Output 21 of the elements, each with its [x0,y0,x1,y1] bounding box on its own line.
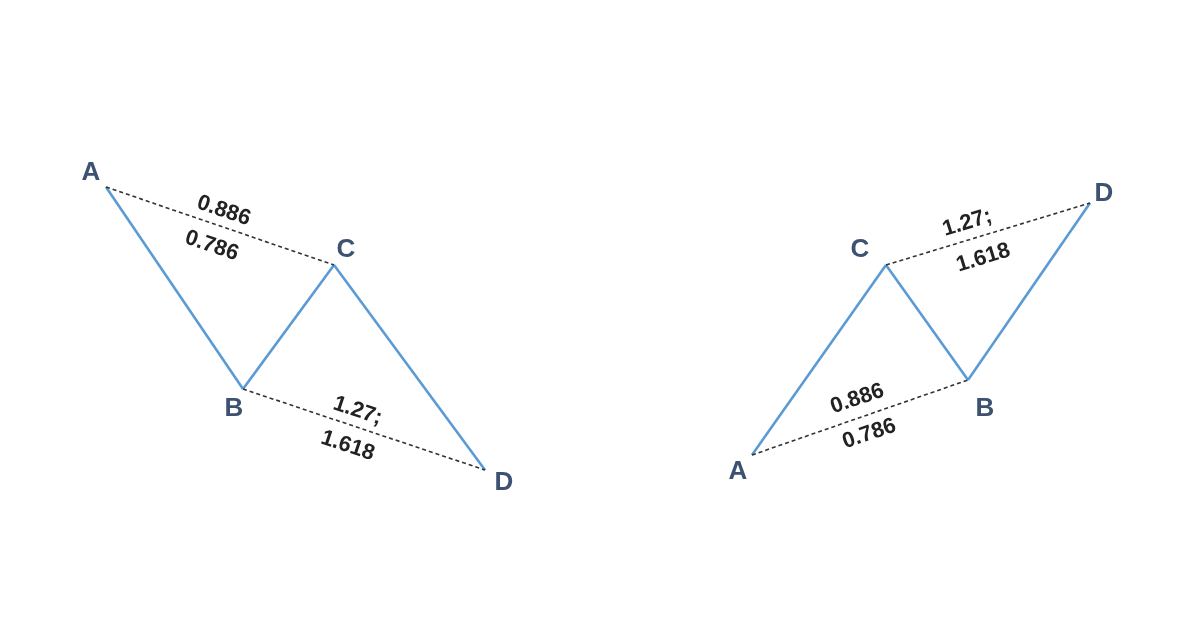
ratio-label: 1.618 [953,238,1013,276]
ratio-label: 1.27; [939,204,995,240]
line [332,264,487,471]
point-label: B [224,394,244,420]
dashed-line [751,379,969,456]
dashed-line [242,388,486,471]
dashed-line [105,186,335,266]
point-label: D [494,468,514,494]
point-label: C [336,235,356,261]
ratio-label: 1.27; [330,391,386,429]
line [241,264,336,390]
dashed-line [885,202,1091,266]
line [750,264,888,456]
line [104,186,245,390]
point-label: D [1094,179,1114,205]
point-label: A [728,457,748,483]
point-label: C [850,235,870,261]
point-label: A [81,158,101,184]
point-label: B [975,394,995,420]
line [884,264,970,381]
line [966,202,1092,381]
